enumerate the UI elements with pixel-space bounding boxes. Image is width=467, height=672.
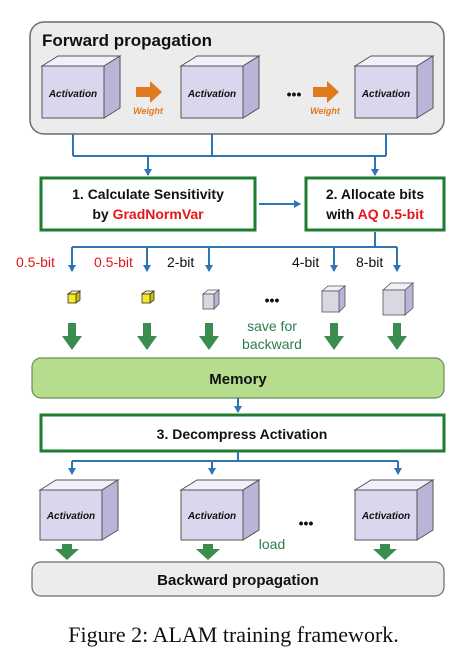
bit-label-5: 8-bit [356,254,383,270]
backward-activation-2: Activation [179,479,261,541]
allocate-line1: 2. Allocate bits [326,186,425,202]
activation-label: Activation [361,511,410,522]
bit-label-2: 0.5-bit [94,254,133,270]
backward-ellipsis: ••• [299,515,314,531]
calculate-sensitivity-box: 1. Calculate Sensitivity by GradNormVar [39,176,257,232]
decompress-activation-box: 3. Decompress Activation [39,413,446,453]
green-down-arrow-icon [137,323,157,350]
backward-activation-3: Activation [353,479,435,541]
backward-propagation-bar: Backward propagation [31,561,445,597]
activation-label: Activation [46,511,95,522]
sensitivity-line1: 1. Calculate Sensitivity [72,186,224,202]
forward-ellipsis: ••• [287,86,302,102]
orange-arrow-icon [136,81,162,103]
sensitivity-line2: by GradNormVar [92,206,204,222]
forward-propagation-title: Forward propagation [42,31,212,50]
compressed-cube-0-5bit-1 [66,290,82,304]
green-down-arrow-icon [199,323,219,350]
activation-label: Activation [187,511,236,522]
forward-connectors [72,134,387,176]
green-down-arrow-icon [55,544,79,560]
save-for-label-line2: backward [242,336,302,352]
bit-label-1: 0.5-bit [16,254,55,270]
green-down-arrow-icon [196,544,220,560]
backward-propagation-label: Backward propagation [157,572,319,589]
compressed-cube-2bit [201,289,221,310]
green-arrows-to-backward [55,544,397,560]
green-down-arrow-icon [387,323,407,350]
orange-arrow-icon [313,81,339,103]
figure-caption: Figure 2: ALAM training framework. [68,622,399,647]
compressed-cube-0-5bit-2 [140,290,156,304]
green-down-arrow-icon [324,323,344,350]
green-down-arrow-icon [62,323,82,350]
allocate-line2: with AQ 0.5-bit [325,206,424,222]
memory-label: Memory [209,371,267,388]
compressed-cube-8bit [381,282,415,316]
compressed-ellipsis: ••• [265,292,280,308]
weight-label: Weight [133,106,164,116]
memory-bar: Memory [31,357,445,399]
bit-distribution-lines [68,232,401,272]
forward-activation-1: Activation [40,55,122,119]
activation-label: Activation [48,89,97,100]
activation-label: Activation [187,89,236,100]
forward-activation-3: Activation [353,55,435,119]
activation-label: Activation [361,89,410,100]
save-for-label-line1: save for [247,318,297,334]
allocate-bits-box: 2. Allocate bits with AQ 0.5-bit [304,176,446,232]
bit-label-3: 2-bit [167,254,194,270]
green-down-arrow-icon [373,544,397,560]
backward-activation-1: Activation [38,479,120,541]
bit-label-4: 4-bit [292,254,319,270]
weight-label: Weight [310,106,341,116]
weight-arrow-1: Weight [133,81,164,116]
forward-activation-2: Activation [179,55,261,119]
compressed-cube-4bit [320,285,347,313]
decompress-label: 3. Decompress Activation [157,426,328,442]
green-arrows-to-memory [62,323,407,350]
weight-arrow-2: Weight [310,81,341,116]
load-label: load [259,536,285,552]
decompress-distribution-lines [68,451,402,475]
